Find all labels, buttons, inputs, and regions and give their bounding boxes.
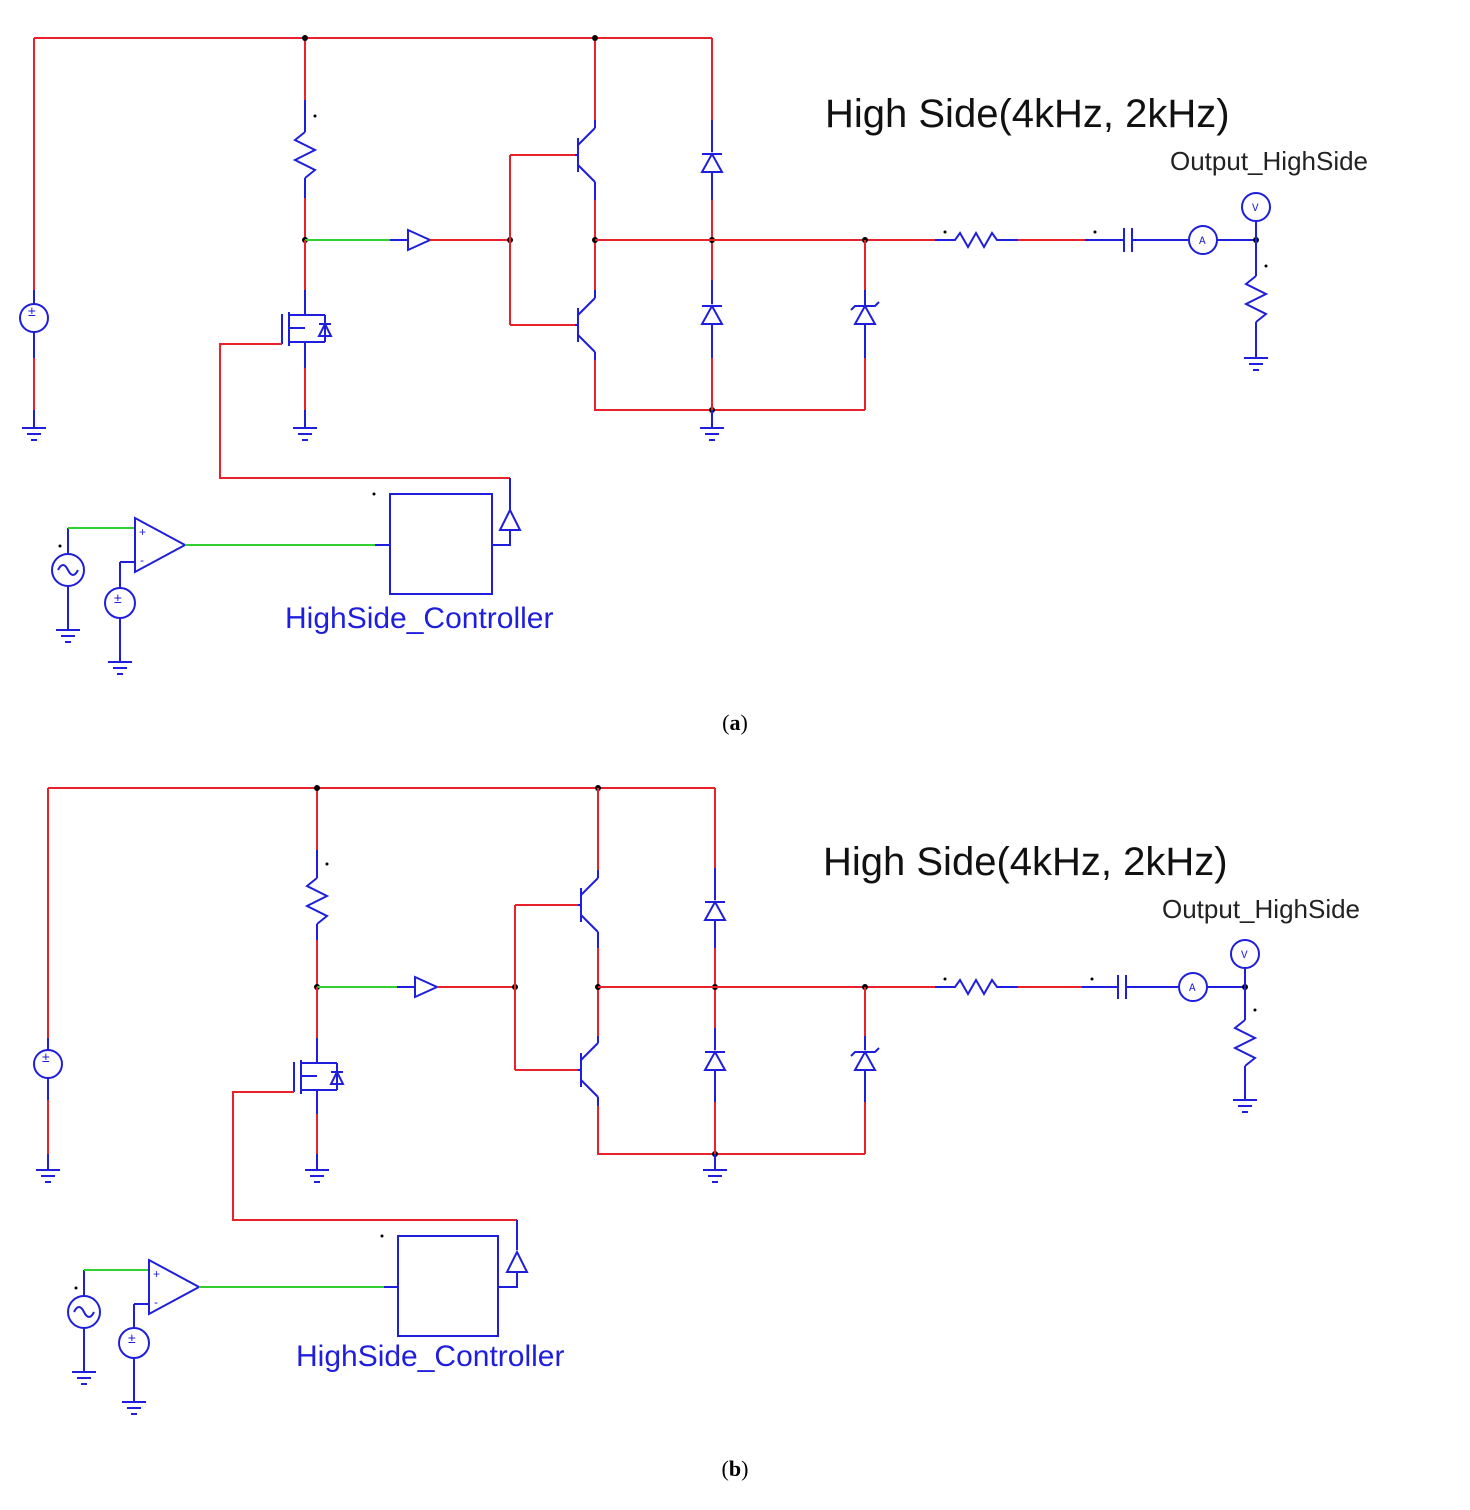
diode-icon — [703, 868, 727, 948]
zener-diode-icon — [850, 290, 880, 358]
svg-text:A: A — [1199, 236, 1206, 248]
svg-text:V: V — [1241, 950, 1248, 962]
mosfet-icon — [281, 290, 333, 368]
ground-icon — [700, 410, 724, 441]
svg-text:A: A — [1189, 983, 1196, 995]
svg-text:±: ± — [28, 303, 36, 319]
ground-icon — [122, 1401, 146, 1415]
svg-text:-: - — [140, 553, 144, 567]
voltmeter-icon: V — [1230, 939, 1260, 987]
zener-diode-icon — [850, 1036, 880, 1102]
svg-text:V: V — [1252, 203, 1259, 215]
caption-b: (b) — [721, 1456, 749, 1481]
resistor-icon — [304, 850, 330, 940]
buffer-icon — [414, 975, 440, 999]
resistor-icon — [935, 977, 1018, 997]
resistor-icon — [292, 100, 318, 198]
comparator-icon: + - — [120, 516, 188, 574]
ground-icon — [22, 410, 46, 441]
voltmeter-icon: V — [1241, 192, 1271, 240]
resistor-icon — [935, 230, 1018, 250]
pnp-transistor-icon — [578, 1036, 599, 1106]
ground-icon — [1244, 357, 1268, 371]
resistor-icon — [1232, 987, 1258, 1100]
diode-icon — [700, 120, 724, 200]
controller-block — [389, 493, 493, 595]
npn-transistor-icon — [575, 120, 596, 200]
mosfet-icon — [293, 1038, 345, 1114]
pnp-transistor-icon — [575, 290, 596, 360]
ground-icon — [293, 410, 317, 441]
output-buffer-icon — [492, 507, 522, 546]
ground-icon — [1233, 1099, 1257, 1113]
ground-icon — [56, 629, 80, 643]
ground-icon — [36, 1154, 60, 1183]
schematic-b: ± — [33, 785, 1360, 1415]
svg-text:-: - — [154, 1295, 158, 1309]
circuit-title: High Side(4kHz, 2kHz) — [823, 840, 1228, 884]
circuit-panel-a: ± — [0, 0, 1470, 735]
ac-source-icon — [67, 1270, 101, 1372]
ground-icon — [703, 1154, 727, 1183]
ground-icon — [72, 1371, 96, 1385]
schematic-a: ± — [19, 35, 1368, 675]
svg-text:±: ± — [128, 1330, 136, 1346]
controller-label: HighSide_Controller — [296, 1340, 564, 1373]
caption-a: (a) — [722, 710, 748, 735]
capacitor-icon — [1085, 228, 1188, 252]
output-buffer-icon — [498, 1249, 529, 1288]
svg-text:+: + — [139, 525, 146, 539]
output-label: Output_HighSide — [1162, 894, 1360, 924]
ground-icon — [305, 1154, 329, 1183]
diode-icon — [703, 1028, 727, 1102]
circuit-title: High Side(4kHz, 2kHz) — [825, 92, 1230, 136]
ammeter-icon: A — [1188, 225, 1256, 255]
dc-voltage-source-icon: ± — [104, 587, 136, 662]
npn-transistor-icon — [578, 870, 599, 948]
capacitor-icon — [1082, 975, 1178, 999]
comparator-icon: + - — [134, 1258, 202, 1316]
controller-label: HighSide_Controller — [285, 602, 553, 635]
ac-source-icon — [51, 528, 85, 630]
circuit-panel-b: ± — [0, 750, 1470, 1481]
buffer-icon — [407, 228, 433, 252]
resistor-icon — [1243, 240, 1269, 358]
svg-text:±: ± — [114, 590, 122, 606]
svg-text:+: + — [153, 1267, 160, 1281]
controller-block — [397, 1235, 499, 1337]
output-label: Output_HighSide — [1170, 146, 1368, 176]
dc-voltage-source-icon: ± — [118, 1327, 150, 1402]
diode-icon — [700, 280, 724, 358]
ground-icon — [108, 661, 132, 675]
ammeter-icon: A — [1178, 972, 1245, 1002]
dc-voltage-source-icon: ± — [19, 303, 49, 333]
svg-text:±: ± — [42, 1049, 50, 1065]
dc-voltage-source-icon: ± — [33, 1049, 63, 1079]
